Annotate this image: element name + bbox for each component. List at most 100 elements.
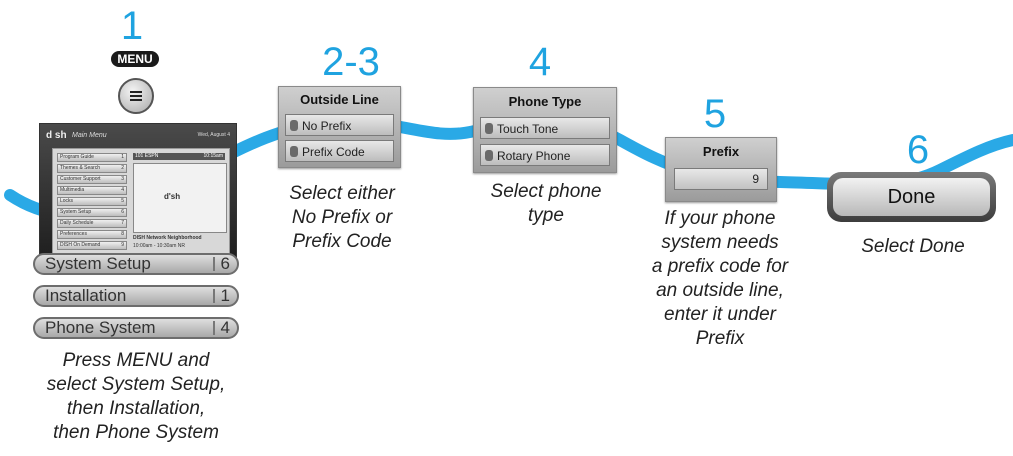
tv-menu-item-label: Program Guide bbox=[60, 154, 94, 160]
option-touch-tone[interactable]: Touch Tone bbox=[480, 117, 610, 139]
step-number-4: 4 bbox=[528, 40, 552, 84]
phone-type-title: Phone Type bbox=[508, 94, 582, 109]
caption-line: Select phone bbox=[490, 181, 602, 202]
tv-menu-item[interactable]: Locks 5 bbox=[57, 197, 127, 206]
option-no-prefix[interactable]: No Prefix bbox=[285, 114, 394, 136]
menu-path-divider bbox=[213, 321, 215, 335]
tv-menu-item-label: Themes & Search bbox=[60, 165, 101, 171]
tv-menu-item-number: 5 bbox=[121, 198, 124, 204]
menu-remote-button[interactable] bbox=[118, 78, 154, 114]
prefix-input[interactable]: 9 bbox=[674, 168, 768, 190]
caption-line: type bbox=[528, 205, 564, 226]
done-button[interactable]: Done bbox=[827, 172, 996, 222]
caption-line: Select Done bbox=[861, 236, 965, 257]
caption-step-2-3: Select either No Prefix or Prefix Code bbox=[262, 182, 422, 254]
menu-path-divider bbox=[213, 289, 215, 303]
step-number-1: 1 bbox=[120, 4, 144, 48]
caption-line: then Installation, bbox=[66, 398, 206, 419]
tv-menu-item-label: Preferences bbox=[60, 231, 87, 237]
tv-menu-item-label: Daily Schedule bbox=[60, 220, 94, 226]
caption-step-4: Select phone type bbox=[466, 180, 626, 228]
menu-badge: MENU bbox=[111, 51, 159, 67]
caption-line: then Phone System bbox=[53, 422, 219, 443]
step-number-2-3: 2-3 bbox=[322, 40, 380, 84]
tv-menu-item-label: System Setup bbox=[60, 209, 92, 215]
tv-menu-item[interactable]: Daily Schedule 7 bbox=[57, 219, 127, 228]
tv-channel: 101 ESPN bbox=[135, 153, 159, 159]
done-button-label: Done bbox=[833, 178, 990, 216]
outside-line-panel: Outside Line No Prefix Prefix Code bbox=[278, 86, 401, 168]
prefix-title: Prefix bbox=[702, 144, 740, 159]
caption-line: Select either bbox=[289, 183, 395, 204]
caption-line: select System Setup, bbox=[46, 374, 226, 395]
tv-menu-item-number: 2 bbox=[121, 165, 124, 171]
prefix-value: 9 bbox=[752, 172, 759, 186]
menu-badge-label: MENU bbox=[117, 52, 153, 66]
tv-menu-item-label: Customer Support bbox=[60, 176, 101, 182]
caption-step-6: Select Done bbox=[830, 235, 996, 259]
caption-line: If your phone bbox=[664, 208, 776, 229]
option-label: No Prefix bbox=[302, 119, 352, 133]
menu-path-phone-system[interactable]: Phone System 4 bbox=[33, 317, 239, 339]
tv-menu-item-label: DISH On Demand bbox=[60, 242, 101, 248]
caption-line: Prefix bbox=[695, 328, 745, 349]
tv-menu-item[interactable]: System Setup 6 bbox=[57, 208, 127, 217]
option-label: Rotary Phone bbox=[497, 149, 571, 163]
tv-menu-item[interactable]: Customer Support 3 bbox=[57, 175, 127, 184]
menu-path-system-setup[interactable]: System Setup 6 bbox=[33, 253, 239, 275]
tv-menu-item-number: 3 bbox=[121, 176, 124, 182]
tv-menu-item-number: 4 bbox=[121, 187, 124, 193]
radio-icon bbox=[290, 146, 298, 157]
option-label: Prefix Code bbox=[302, 145, 365, 159]
menu-path-divider bbox=[213, 257, 215, 271]
tv-menu-item[interactable]: Multimedia 4 bbox=[57, 186, 127, 195]
option-rotary-phone[interactable]: Rotary Phone bbox=[480, 144, 610, 166]
tv-main-menu-screen: d sh Main Menu Wed, August 4 Program Gui… bbox=[39, 123, 237, 261]
prefix-panel: Prefix 9 bbox=[665, 137, 777, 202]
tv-brand: d sh bbox=[46, 130, 67, 141]
caption-line: an outside line, bbox=[656, 280, 784, 301]
menu-path-number: 6 bbox=[220, 254, 230, 273]
caption-line: a prefix code for bbox=[651, 256, 789, 277]
caption-line: Press MENU and bbox=[62, 350, 210, 371]
tv-menu-item-number: 9 bbox=[121, 242, 124, 248]
tv-time: 10:15am bbox=[203, 153, 223, 159]
tv-menu-item-number: 6 bbox=[121, 209, 124, 215]
tv-menu-item-number: 1 bbox=[121, 154, 124, 160]
caption-step-1: Press MENU and select System Setup, then… bbox=[24, 349, 248, 445]
tv-info-line1: DISH Network Neighborhood bbox=[133, 235, 202, 241]
caption-step-5: If your phone system needs a prefix code… bbox=[630, 207, 810, 351]
caption-line: Prefix Code bbox=[292, 231, 392, 252]
option-label: Touch Tone bbox=[497, 122, 559, 136]
menu-path-number: 4 bbox=[220, 318, 230, 337]
step-number-6: 6 bbox=[906, 128, 930, 172]
step-number-5: 5 bbox=[703, 92, 727, 136]
menu-path-label: Installation bbox=[45, 286, 127, 305]
tv-menu-item[interactable]: DISH On Demand 9 bbox=[57, 241, 127, 250]
radio-icon bbox=[485, 150, 493, 161]
tv-menu-item[interactable]: Program Guide 1 bbox=[57, 153, 127, 162]
tv-menu-item-label: Multimedia bbox=[60, 187, 85, 193]
tv-menu-item-number: 8 bbox=[121, 231, 124, 237]
tv-channel-bar: 101 ESPN 10:15am bbox=[133, 153, 225, 160]
tv-date: Wed, August 4 bbox=[197, 132, 230, 138]
menu-path-label: Phone System bbox=[45, 318, 156, 337]
menu-path-label: System Setup bbox=[45, 254, 151, 273]
tv-menu-item-label: Locks bbox=[60, 198, 74, 204]
menu-lines-icon bbox=[130, 91, 142, 101]
tv-menu-item-number: 7 bbox=[121, 220, 124, 226]
outside-line-title: Outside Line bbox=[300, 92, 379, 107]
menu-path-installation[interactable]: Installation 1 bbox=[33, 285, 239, 307]
tv-info-line2: 10:00am - 10:30am NR bbox=[133, 243, 185, 249]
phone-type-panel: Phone Type Touch Tone Rotary Phone bbox=[473, 87, 617, 173]
caption-line: system needs bbox=[661, 232, 779, 253]
menu-path-number: 1 bbox=[220, 286, 230, 305]
tv-preview: d'sh bbox=[133, 163, 227, 233]
tv-menu-item[interactable]: Preferences 8 bbox=[57, 230, 127, 239]
tv-menu-item[interactable]: Themes & Search 2 bbox=[57, 164, 127, 173]
caption-line: No Prefix or bbox=[291, 207, 393, 228]
radio-icon bbox=[485, 123, 493, 134]
option-prefix-code[interactable]: Prefix Code bbox=[285, 140, 394, 162]
